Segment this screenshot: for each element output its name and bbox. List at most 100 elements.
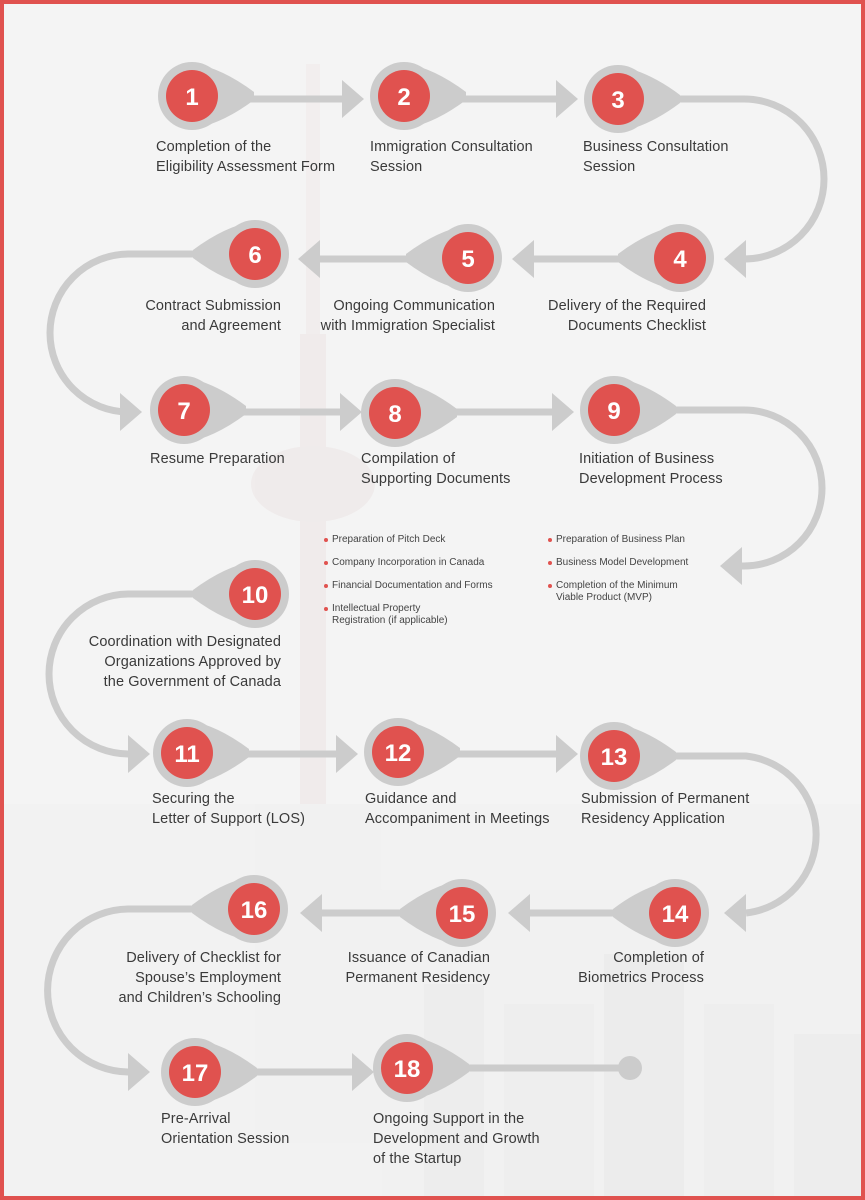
arrow-head — [342, 80, 364, 118]
step-number: 12 — [385, 740, 412, 767]
step-number-circle — [381, 1042, 433, 1094]
arrow-head — [720, 547, 742, 585]
arrow-head — [120, 393, 142, 431]
step-number-circle — [228, 883, 280, 935]
arrow-head — [556, 735, 578, 773]
step-number-circle — [229, 228, 281, 280]
step-node: 16 — [192, 875, 288, 943]
bullet-item: Financial Documentation and Forms — [324, 580, 493, 591]
step-number-circle — [158, 384, 210, 436]
step-number: 7 — [177, 398, 190, 425]
step-number-circle — [166, 70, 218, 122]
bullet-item: Company Incorporation in Canada — [323, 557, 485, 568]
connector-curve — [642, 95, 828, 263]
step-node: 15 — [400, 879, 496, 947]
step-number: 1 — [185, 84, 198, 111]
step-number: 17 — [182, 1060, 209, 1087]
step-number-circle — [588, 730, 640, 782]
step-number: 14 — [662, 901, 689, 928]
connector-curve — [45, 590, 232, 758]
bullet-item: Preparation of Business Plan — [548, 534, 685, 545]
step-number-circle — [369, 387, 421, 439]
arrow-head — [724, 240, 746, 278]
step-node: 14 — [613, 879, 709, 947]
step-node: 1 — [158, 62, 254, 130]
bullet-item: Business Model Development — [547, 557, 689, 568]
connector-curve — [44, 905, 232, 1076]
step-number: 8 — [388, 401, 401, 428]
step-number-circle — [442, 232, 494, 284]
step-number-circle — [649, 887, 701, 939]
arrow-head — [300, 894, 322, 932]
step-node: 3 — [584, 65, 680, 133]
connector-curve — [638, 406, 826, 570]
end-dot — [618, 1056, 642, 1080]
step-node: 7 — [150, 376, 246, 444]
arrow-head — [556, 80, 578, 118]
step-number: 16 — [241, 897, 268, 924]
step-number-circle — [169, 1046, 221, 1098]
city-skyline-background — [4, 64, 861, 1196]
step-node: 11 — [153, 719, 249, 787]
step-number: 13 — [601, 744, 628, 771]
arrow-head — [552, 393, 574, 431]
arrow-head — [340, 393, 362, 431]
step-number: 4 — [673, 246, 687, 273]
step-node: 10 — [193, 560, 289, 628]
step-node: 2 — [370, 62, 466, 130]
step-number: 15 — [449, 901, 476, 928]
connector-curve — [638, 752, 820, 917]
arrow-head — [512, 240, 534, 278]
step-number-circle — [592, 73, 644, 125]
step-number: 3 — [611, 87, 624, 114]
step-node: 6 — [193, 220, 289, 288]
arrow-head — [508, 894, 530, 932]
step-node: 12 — [364, 718, 460, 786]
step-node: 5 — [406, 224, 502, 292]
step-7-label: Resume Preparation — [150, 451, 285, 467]
arrow-head — [128, 735, 150, 773]
step-number-circle — [229, 568, 281, 620]
step-node: 17 — [161, 1038, 257, 1106]
step-number: 9 — [607, 398, 620, 425]
step-number-circle — [436, 887, 488, 939]
arrow-head — [298, 240, 320, 278]
step-number: 2 — [397, 84, 410, 111]
step-number: 6 — [248, 242, 261, 269]
step-number: 10 — [242, 582, 269, 609]
step-number: 11 — [174, 741, 199, 768]
step-number-circle — [378, 70, 430, 122]
connector-curve — [46, 250, 234, 416]
step-node: 4 — [618, 224, 714, 292]
arrow-head — [128, 1053, 150, 1091]
arrow-head — [336, 735, 358, 773]
step-node: 18 — [373, 1034, 469, 1102]
bullet-item: Preparation of Pitch Deck — [323, 534, 446, 545]
step-node: 9 — [580, 376, 676, 444]
step-node: 8 — [361, 379, 457, 447]
step-node: 13 — [580, 722, 676, 790]
step-number: 5 — [461, 246, 474, 273]
step-number-circle — [654, 232, 706, 284]
